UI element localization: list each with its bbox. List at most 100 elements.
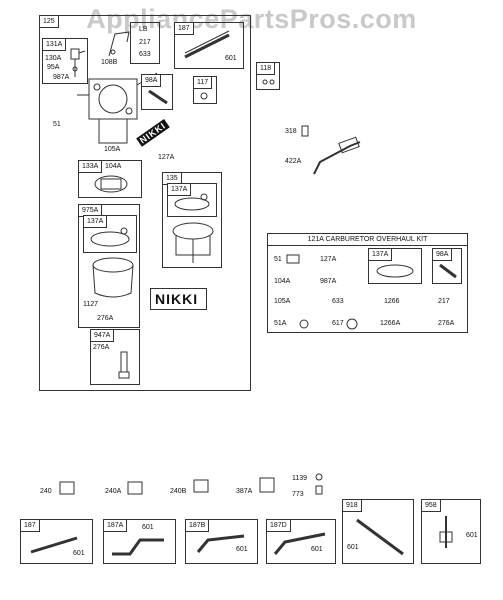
box-tag: 98A bbox=[141, 74, 162, 87]
nikki-plate-text: NIKKI bbox=[155, 291, 199, 307]
link-icon bbox=[30, 536, 78, 554]
part-box-187A[interactable]: 187A 601 bbox=[103, 519, 176, 564]
part-box-975A[interactable]: 975A 137A 1127 276A bbox=[78, 204, 140, 328]
part-box-135[interactable]: 135 137A bbox=[162, 172, 222, 268]
label-422A: 422A bbox=[285, 158, 302, 165]
gasket-icon bbox=[174, 193, 210, 211]
label-104A: 104A bbox=[105, 163, 122, 170]
carburetor-icon bbox=[77, 72, 158, 144]
part-box-118[interactable]: 118 bbox=[256, 62, 280, 90]
link-icon bbox=[112, 538, 164, 556]
fuel-bowl-icon bbox=[172, 222, 214, 263]
part-box-187-bottom[interactable]: 187 601 bbox=[20, 519, 93, 564]
box-tag: 187 bbox=[20, 519, 40, 532]
label-217: 217 bbox=[139, 39, 151, 46]
label-130A: 130A bbox=[45, 55, 62, 62]
nikki-logo-text: NIKKI bbox=[136, 119, 170, 147]
part-box-131A[interactable]: 131A 130A 95A 987A bbox=[42, 38, 88, 84]
kit-title: 121A CARBURETOR OVERHAUL KIT bbox=[268, 234, 467, 246]
part-box-187D[interactable]: 187D 601 bbox=[266, 519, 336, 564]
inner-box-108B bbox=[130, 22, 160, 64]
washer-icon bbox=[200, 92, 208, 100]
link-icon bbox=[356, 518, 404, 556]
fuel-solenoid-icon bbox=[301, 125, 361, 175]
box-tag: 137A bbox=[368, 248, 393, 261]
kit-washer-icon bbox=[299, 319, 309, 329]
label-601: 601 bbox=[142, 524, 154, 531]
kit-item-217: 217 bbox=[438, 298, 450, 305]
washer-icon bbox=[262, 79, 275, 85]
watermark: AppliancePartsPros.com bbox=[86, 4, 417, 34]
label-LB: LB bbox=[139, 26, 148, 33]
kit-item-633: 633 bbox=[332, 298, 344, 305]
label-240: 240 bbox=[40, 488, 52, 495]
part-box-117[interactable]: 117 bbox=[193, 76, 217, 104]
fuel-filter-icon bbox=[59, 481, 75, 495]
kit-sub-box-98A[interactable]: 98A bbox=[432, 248, 462, 284]
part-box-187B[interactable]: 187B 601 bbox=[185, 519, 258, 564]
nikki-logo: NIKKI bbox=[136, 119, 170, 150]
gasket-icon bbox=[376, 264, 414, 278]
part-box-98A[interactable]: 98A bbox=[141, 74, 173, 110]
label-601: 601 bbox=[311, 546, 323, 553]
label-51: 51 bbox=[53, 121, 61, 128]
fuel-filter-icon bbox=[193, 479, 209, 493]
box-tag: 131A bbox=[42, 38, 67, 51]
box-tag: 125 bbox=[39, 15, 59, 28]
box-tag: 118 bbox=[256, 62, 276, 75]
label-105A: 105A bbox=[104, 146, 121, 153]
label-276A: 276A bbox=[97, 315, 114, 322]
part-box-918[interactable]: 918 601 bbox=[342, 499, 414, 564]
governor-spring-icon bbox=[439, 516, 453, 548]
gasket-icon bbox=[90, 227, 130, 247]
box-tag: 187B bbox=[185, 519, 210, 532]
box-tag: 947A bbox=[90, 329, 115, 342]
box-tag: 137A bbox=[167, 183, 192, 196]
label-773: 773 bbox=[292, 491, 304, 498]
box-tag: 137A bbox=[83, 215, 108, 228]
pump-icon bbox=[259, 477, 275, 493]
link-icon bbox=[196, 534, 245, 553]
part-box-947A[interactable]: 947A 276A bbox=[90, 329, 140, 385]
jet-icon bbox=[118, 351, 130, 379]
assembly-box-125[interactable]: 125 bbox=[39, 15, 251, 391]
sub-box-137A[interactable]: 137A bbox=[167, 183, 217, 217]
kit-oring-icon bbox=[346, 318, 358, 330]
label-240A: 240A bbox=[105, 488, 122, 495]
label-240B: 240B bbox=[170, 488, 187, 495]
box-tag: 958 bbox=[421, 499, 441, 512]
sub-box-137A[interactable]: 137A bbox=[83, 215, 137, 253]
label-1127: 1127 bbox=[83, 301, 99, 308]
kit-gasket-icon bbox=[286, 254, 300, 264]
kit-sub-box-137A[interactable]: 137A bbox=[368, 248, 422, 284]
part-box-108B[interactable]: 108B LB 217 633 bbox=[100, 25, 160, 66]
box-tag: 187D bbox=[266, 519, 291, 532]
bracket-icon bbox=[108, 31, 130, 57]
clamp-icon bbox=[315, 473, 323, 495]
label-95A: 95A bbox=[47, 64, 60, 71]
kit-item-51A: 51A bbox=[274, 320, 287, 327]
choke-link-icon bbox=[184, 30, 230, 59]
nikki-plate: NIKKI bbox=[150, 288, 207, 310]
fuel-filter-icon bbox=[127, 481, 143, 495]
label-633: 633 bbox=[139, 51, 151, 58]
box-tag: 187 bbox=[174, 22, 194, 35]
label-601: 601 bbox=[236, 546, 248, 553]
label-276A: 276A bbox=[93, 344, 110, 351]
kit-item-1266: 1266 bbox=[384, 298, 400, 305]
part-box-133A[interactable]: 133A 104A bbox=[78, 160, 142, 198]
label-601: 601 bbox=[466, 532, 478, 539]
label-318: 318 bbox=[285, 128, 297, 135]
label-1139: 1139 bbox=[292, 475, 308, 482]
kit-item-51: 51 bbox=[274, 256, 282, 263]
box-tag: 98A bbox=[432, 248, 453, 261]
kit-item-127A: 127A bbox=[320, 256, 337, 263]
screw-icon bbox=[439, 263, 457, 279]
part-box-187-top[interactable]: 187 601 bbox=[174, 22, 244, 69]
box-tag: 133A bbox=[78, 160, 103, 173]
label-108B: 108B bbox=[101, 59, 118, 66]
overhaul-kit-box[interactable]: 121A CARBURETOR OVERHAUL KIT 51 127A 137… bbox=[267, 233, 468, 333]
part-box-958[interactable]: 958 601 bbox=[421, 499, 481, 564]
label-601: 601 bbox=[73, 550, 85, 557]
screw-icon bbox=[148, 89, 168, 105]
